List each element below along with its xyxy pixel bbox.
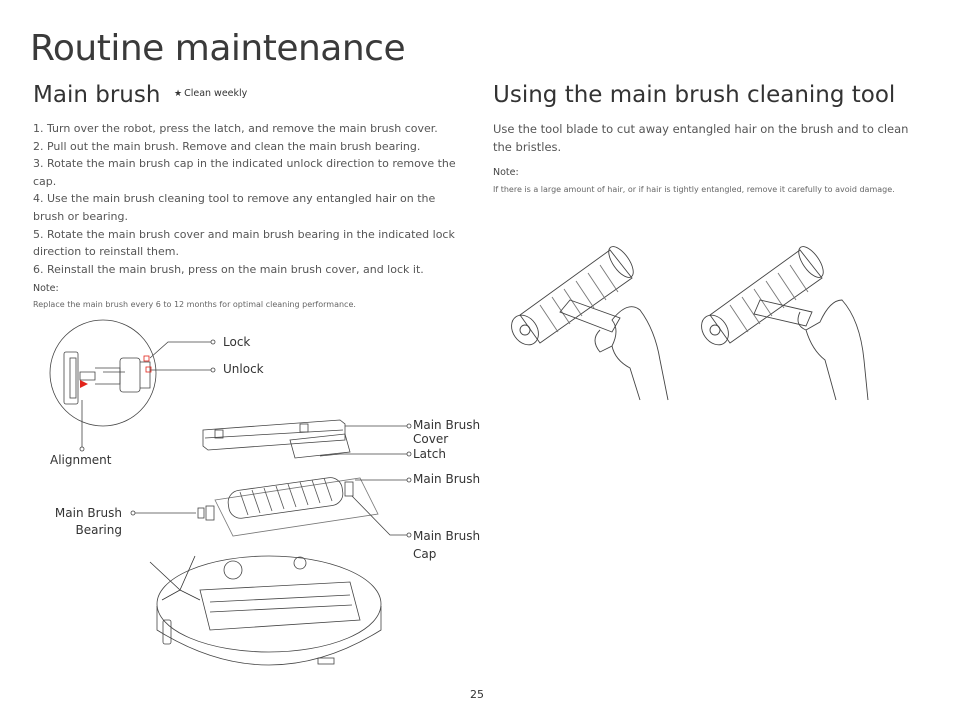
label-main-brush-cover: Main Brush Cover [413,418,480,446]
main-brush-note-text: Replace the main brush every 6 to 12 mon… [33,300,356,309]
label-latch: Latch [413,447,446,461]
label-cover-line1: Main Brush [413,418,481,432]
label-alignment: Alignment [50,453,112,467]
label-main-brush-bearing: Main Brush Bearing [53,505,122,539]
step-item: 2. Pull out the main brush. Remove and c… [33,139,421,153]
page-number: 25 [470,688,484,701]
label-bearing-line1: Main Brush [54,506,122,520]
step-item: 6. Reinstall the main brush, press on th… [33,262,424,276]
bearing-detail-shape [63,351,79,405]
star-icon: ★ [174,89,183,99]
label-main-brush-cap: Main Brush Cap [413,527,480,563]
brush-cleaning-illustration-2 [701,246,869,401]
robot-body [156,555,382,653]
step-item: 3. Rotate the main brush cap in the indi… [33,157,456,188]
tool-note-label: Note: [493,167,519,178]
alignment-marker-icon [80,380,88,388]
cleaning-tool-heading: Using the main brush cleaning tool [493,82,896,108]
tool-note-text: If there is a large amount of hair, or i… [493,185,895,194]
unlock-marker-icon [145,366,152,373]
detail-zoom-circle [49,319,157,427]
label-main-brush: Main Brush [413,472,481,486]
lock-marker-icon [143,355,150,362]
maintenance-steps: 1. Turn over the robot, press the latch,… [33,120,463,278]
brush-cleaning-illustration-1 [511,246,669,401]
label-cover-line2: Cover [413,432,449,446]
main-brush-note-label: Note: [33,283,59,294]
label-lock: Lock [223,335,251,349]
step-item: 5. Rotate the main brush cover and main … [33,227,455,259]
main-brush-heading: Main brush [33,82,161,108]
badge-text: Clean weekly [184,88,248,99]
tool-description: Use the tool blade to cut away entangled… [493,122,909,154]
page-title: Routine maintenance [30,28,406,69]
brush-shadow-plane [214,477,379,537]
main-brush-part [227,477,344,519]
label-cap-line2: Cap [413,547,437,561]
label-unlock: Unlock [223,362,264,376]
clean-weekly-badge: ★Clean weekly [174,88,247,99]
step-item: 1. Turn over the robot, press the latch,… [33,122,438,135]
brush-cover-part [202,419,346,451]
label-bearing-line2: Bearing [75,523,122,537]
step-item: 4. Use the main brush cleaning tool to r… [33,192,436,223]
label-cap-line1: Main Brush [413,529,481,543]
